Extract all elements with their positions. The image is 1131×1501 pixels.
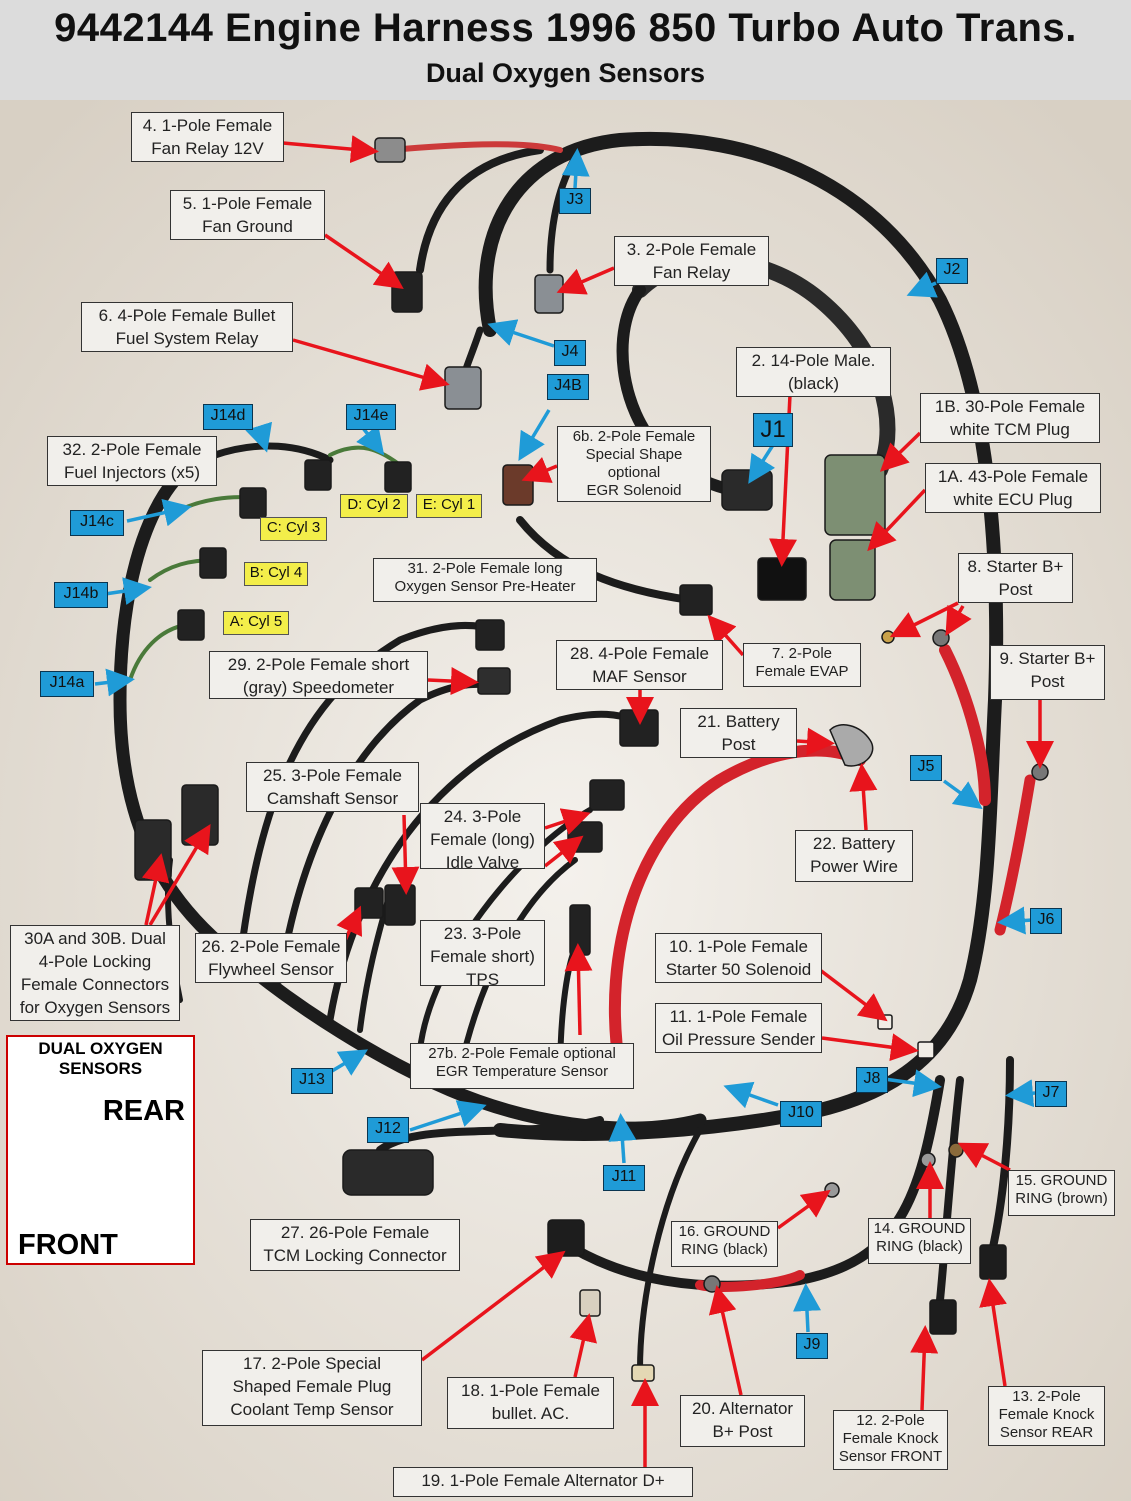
cylinder-tag-d: D: Cyl 2 (340, 494, 408, 518)
label-fan-relay-12v: 4. 1-Pole Female Fan Relay 12V (131, 112, 284, 162)
junction-j11: J11 (603, 1165, 645, 1191)
junction-j14d: J14d (203, 404, 253, 430)
junction-j4b: J4B (547, 374, 589, 400)
label-alternator-b-post: 20. Alternator B+ Post (680, 1395, 805, 1447)
cylinder-tag-b: B: Cyl 4 (244, 562, 308, 586)
inset-rear-label: REAR (102, 1095, 185, 1127)
label-ground-ring-black-16: 16. GROUND RING (black) (671, 1221, 778, 1267)
label-battery-power-wire: 22. Battery Power Wire (795, 830, 913, 882)
label-egr-temp-sensor: 27b. 2-Pole Female optional EGR Temperat… (410, 1043, 634, 1089)
junction-j8: J8 (856, 1067, 888, 1093)
label-oxygen-sensor-connectors: 30A and 30B. Dual 4-Pole Locking Female … (10, 925, 180, 1021)
label-idle-valve: 24. 3-Pole Female (long) Idle Valve (420, 803, 545, 872)
page-subtitle: Dual Oxygen Sensors (425, 58, 706, 88)
oxygen-sensor-inset: DUAL OXYGEN SENSORS REAR FRONT (6, 1035, 195, 1265)
label-fuel-system-relay: 6. 4-Pole Female Bullet Fuel System Rela… (81, 302, 293, 352)
label-camshaft-sensor: 25. 3-Pole Female Camshaft Sensor (246, 762, 419, 812)
label-starter-b-post-8: 8. Starter B+ Post (958, 553, 1073, 603)
label-ac-bullet: 18. 1-Pole Female bullet. AC. (447, 1377, 614, 1429)
label-maf-sensor: 28. 4-Pole Female MAF Sensor (556, 640, 723, 690)
cylinder-tag-e: E: Cyl 1 (416, 494, 482, 518)
label-coolant-temp-sensor: 17. 2-Pole Special Shaped Female Plug Co… (202, 1350, 422, 1426)
label-flywheel-sensor: 26. 2-Pole Female Flywheel Sensor (195, 933, 347, 983)
cylinder-tag-a: A: Cyl 5 (223, 611, 289, 635)
label-egr-solenoid: 6b. 2-Pole Female Special Shape optional… (557, 426, 711, 502)
label-evap: 7. 2-Pole Female EVAP (743, 643, 861, 687)
junction-j2: J2 (936, 258, 968, 284)
label-14-pole-male: 2. 14-Pole Male. (black) (736, 347, 891, 397)
junction-j14c: J14c (70, 510, 124, 536)
junction-j14b: J14b (54, 582, 108, 608)
label-knock-sensor-rear: 13. 2-Pole Female Knock Sensor REAR (988, 1386, 1105, 1446)
label-starter-b-post-9: 9. Starter B+ Post (990, 645, 1105, 700)
junction-j14a: J14a (40, 671, 94, 697)
label-ground-ring-black-14: 14. GROUND RING (black) (868, 1218, 971, 1264)
label-fan-relay: 3. 2-Pole Female Fan Relay (614, 236, 769, 286)
label-tcm-plug: 1B. 30-Pole Female white TCM Plug (920, 393, 1100, 443)
junction-j14e: J14e (346, 404, 396, 430)
label-alternator-d-plus: 19. 1-Pole Female Alternator D+ (393, 1467, 693, 1497)
label-knock-sensor-front: 12. 2-Pole Female Knock Sensor FRONT (833, 1410, 948, 1470)
label-tcm-locking-connector: 27. 26-Pole Female TCM Locking Connector (250, 1219, 460, 1271)
junction-j6: J6 (1030, 908, 1062, 934)
junction-j1: J1 (753, 413, 793, 447)
label-fuel-injectors: 32. 2-Pole Female Fuel Injectors (x5) (47, 436, 217, 486)
label-fan-ground: 5. 1-Pole Female Fan Ground (170, 190, 325, 240)
label-tps: 23. 3-Pole Female short) TPS (420, 920, 545, 989)
junction-j12: J12 (367, 1117, 409, 1143)
label-speedometer: 29. 2-Pole Female short (gray) Speedomet… (209, 651, 428, 699)
label-ground-ring-brown: 15. GROUND RING (brown) (1008, 1170, 1115, 1216)
label-ecu-plug: 1A. 43-Pole Female white ECU Plug (925, 463, 1101, 513)
label-o2-pre-heater: 31. 2-Pole Female long Oxygen Sensor Pre… (373, 558, 597, 602)
inset-front-label: FRONT (18, 1229, 118, 1261)
inset-title: DUAL OXYGEN SENSORS (38, 1039, 163, 1078)
junction-j7: J7 (1035, 1081, 1067, 1107)
junction-j9: J9 (796, 1333, 828, 1359)
page-title: 9442144 Engine Harness 1996 850 Turbo Au… (54, 6, 1077, 50)
label-starter-50-solenoid: 10. 1-Pole Female Starter 50 Solenoid (655, 933, 822, 983)
junction-j13: J13 (291, 1068, 333, 1094)
cylinder-tag-c: C: Cyl 3 (260, 517, 327, 541)
junction-arrows (94, 148, 1036, 1333)
junction-j10: J10 (780, 1101, 822, 1127)
junction-j5: J5 (910, 755, 942, 781)
title-banner: 9442144 Engine Harness 1996 850 Turbo Au… (0, 0, 1131, 100)
label-battery-post: 21. Battery Post (680, 708, 797, 758)
junction-j3: J3 (559, 188, 591, 214)
label-oil-pressure-sender: 11. 1-Pole Female Oil Pressure Sender (655, 1003, 822, 1053)
junction-j4: J4 (554, 340, 586, 366)
